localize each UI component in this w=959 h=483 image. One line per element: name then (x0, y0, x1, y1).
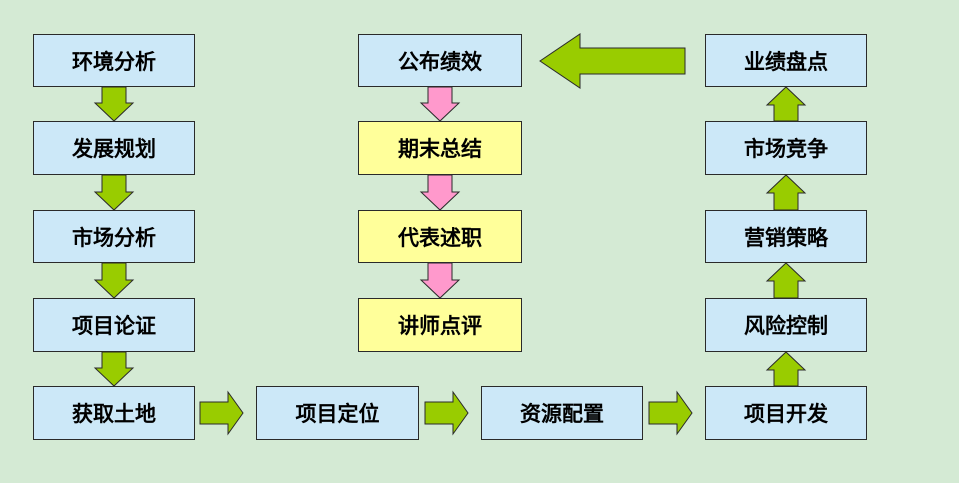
arrow-up-icon (765, 86, 807, 122)
box-label: 项目论证 (72, 314, 156, 338)
box-final-summary: 期末总结 (358, 121, 522, 175)
box-label: 业绩盘点 (744, 49, 828, 74)
arrow-up-icon (765, 262, 807, 299)
arrow-up-icon (765, 174, 807, 211)
box-project-feasibility: 项目论证 (33, 298, 195, 352)
box-label: 项目开发 (744, 402, 828, 426)
box-label: 发展规划 (72, 137, 156, 161)
arrow-right-icon (648, 390, 693, 436)
box-label: 公布绩效 (398, 49, 482, 74)
arrow-down-icon (419, 86, 461, 122)
arrow-up-icon (765, 351, 807, 387)
arrow-down-icon (93, 86, 135, 122)
arrow-down-icon (93, 174, 135, 211)
arrow-left-icon (539, 33, 686, 89)
box-risk-control: 风险控制 (705, 298, 867, 352)
box-land-acquisition: 获取土地 (33, 386, 195, 440)
box-development-planning: 发展规划 (33, 121, 195, 175)
box-market-competition: 市场竞争 (705, 121, 867, 175)
box-label: 环境分析 (72, 49, 156, 74)
box-project-positioning: 项目定位 (256, 386, 419, 440)
box-publish-performance: 公布绩效 (358, 34, 522, 87)
box-label: 讲师点评 (398, 314, 482, 338)
arrow-down-icon (419, 262, 461, 299)
arrow-right-icon (199, 390, 244, 436)
arrow-down-icon (419, 174, 461, 211)
box-label: 市场分析 (72, 225, 156, 250)
box-project-development: 项目开发 (705, 386, 867, 440)
box-performance-review: 业绩盘点 (705, 34, 867, 87)
box-marketing-strategy: 营销策略 (705, 210, 867, 263)
arrow-down-icon (93, 351, 135, 387)
box-label: 代表述职 (398, 225, 482, 250)
box-label: 项目定位 (295, 402, 380, 426)
box-label: 营销策略 (744, 225, 828, 250)
box-label: 风险控制 (744, 314, 828, 338)
box-label: 获取土地 (72, 402, 156, 426)
box-market-analysis: 市场分析 (33, 210, 195, 263)
box-resource-allocation: 资源配置 (481, 386, 643, 440)
arrow-right-icon (424, 390, 469, 436)
arrow-down-icon (93, 262, 135, 299)
box-instructor-review: 讲师点评 (358, 298, 522, 352)
box-label: 期末总结 (398, 137, 482, 161)
box-representative-report: 代表述职 (358, 210, 522, 263)
box-label: 资源配置 (520, 402, 604, 426)
box-label: 市场竞争 (744, 137, 828, 161)
box-environment-analysis: 环境分析 (33, 34, 195, 87)
